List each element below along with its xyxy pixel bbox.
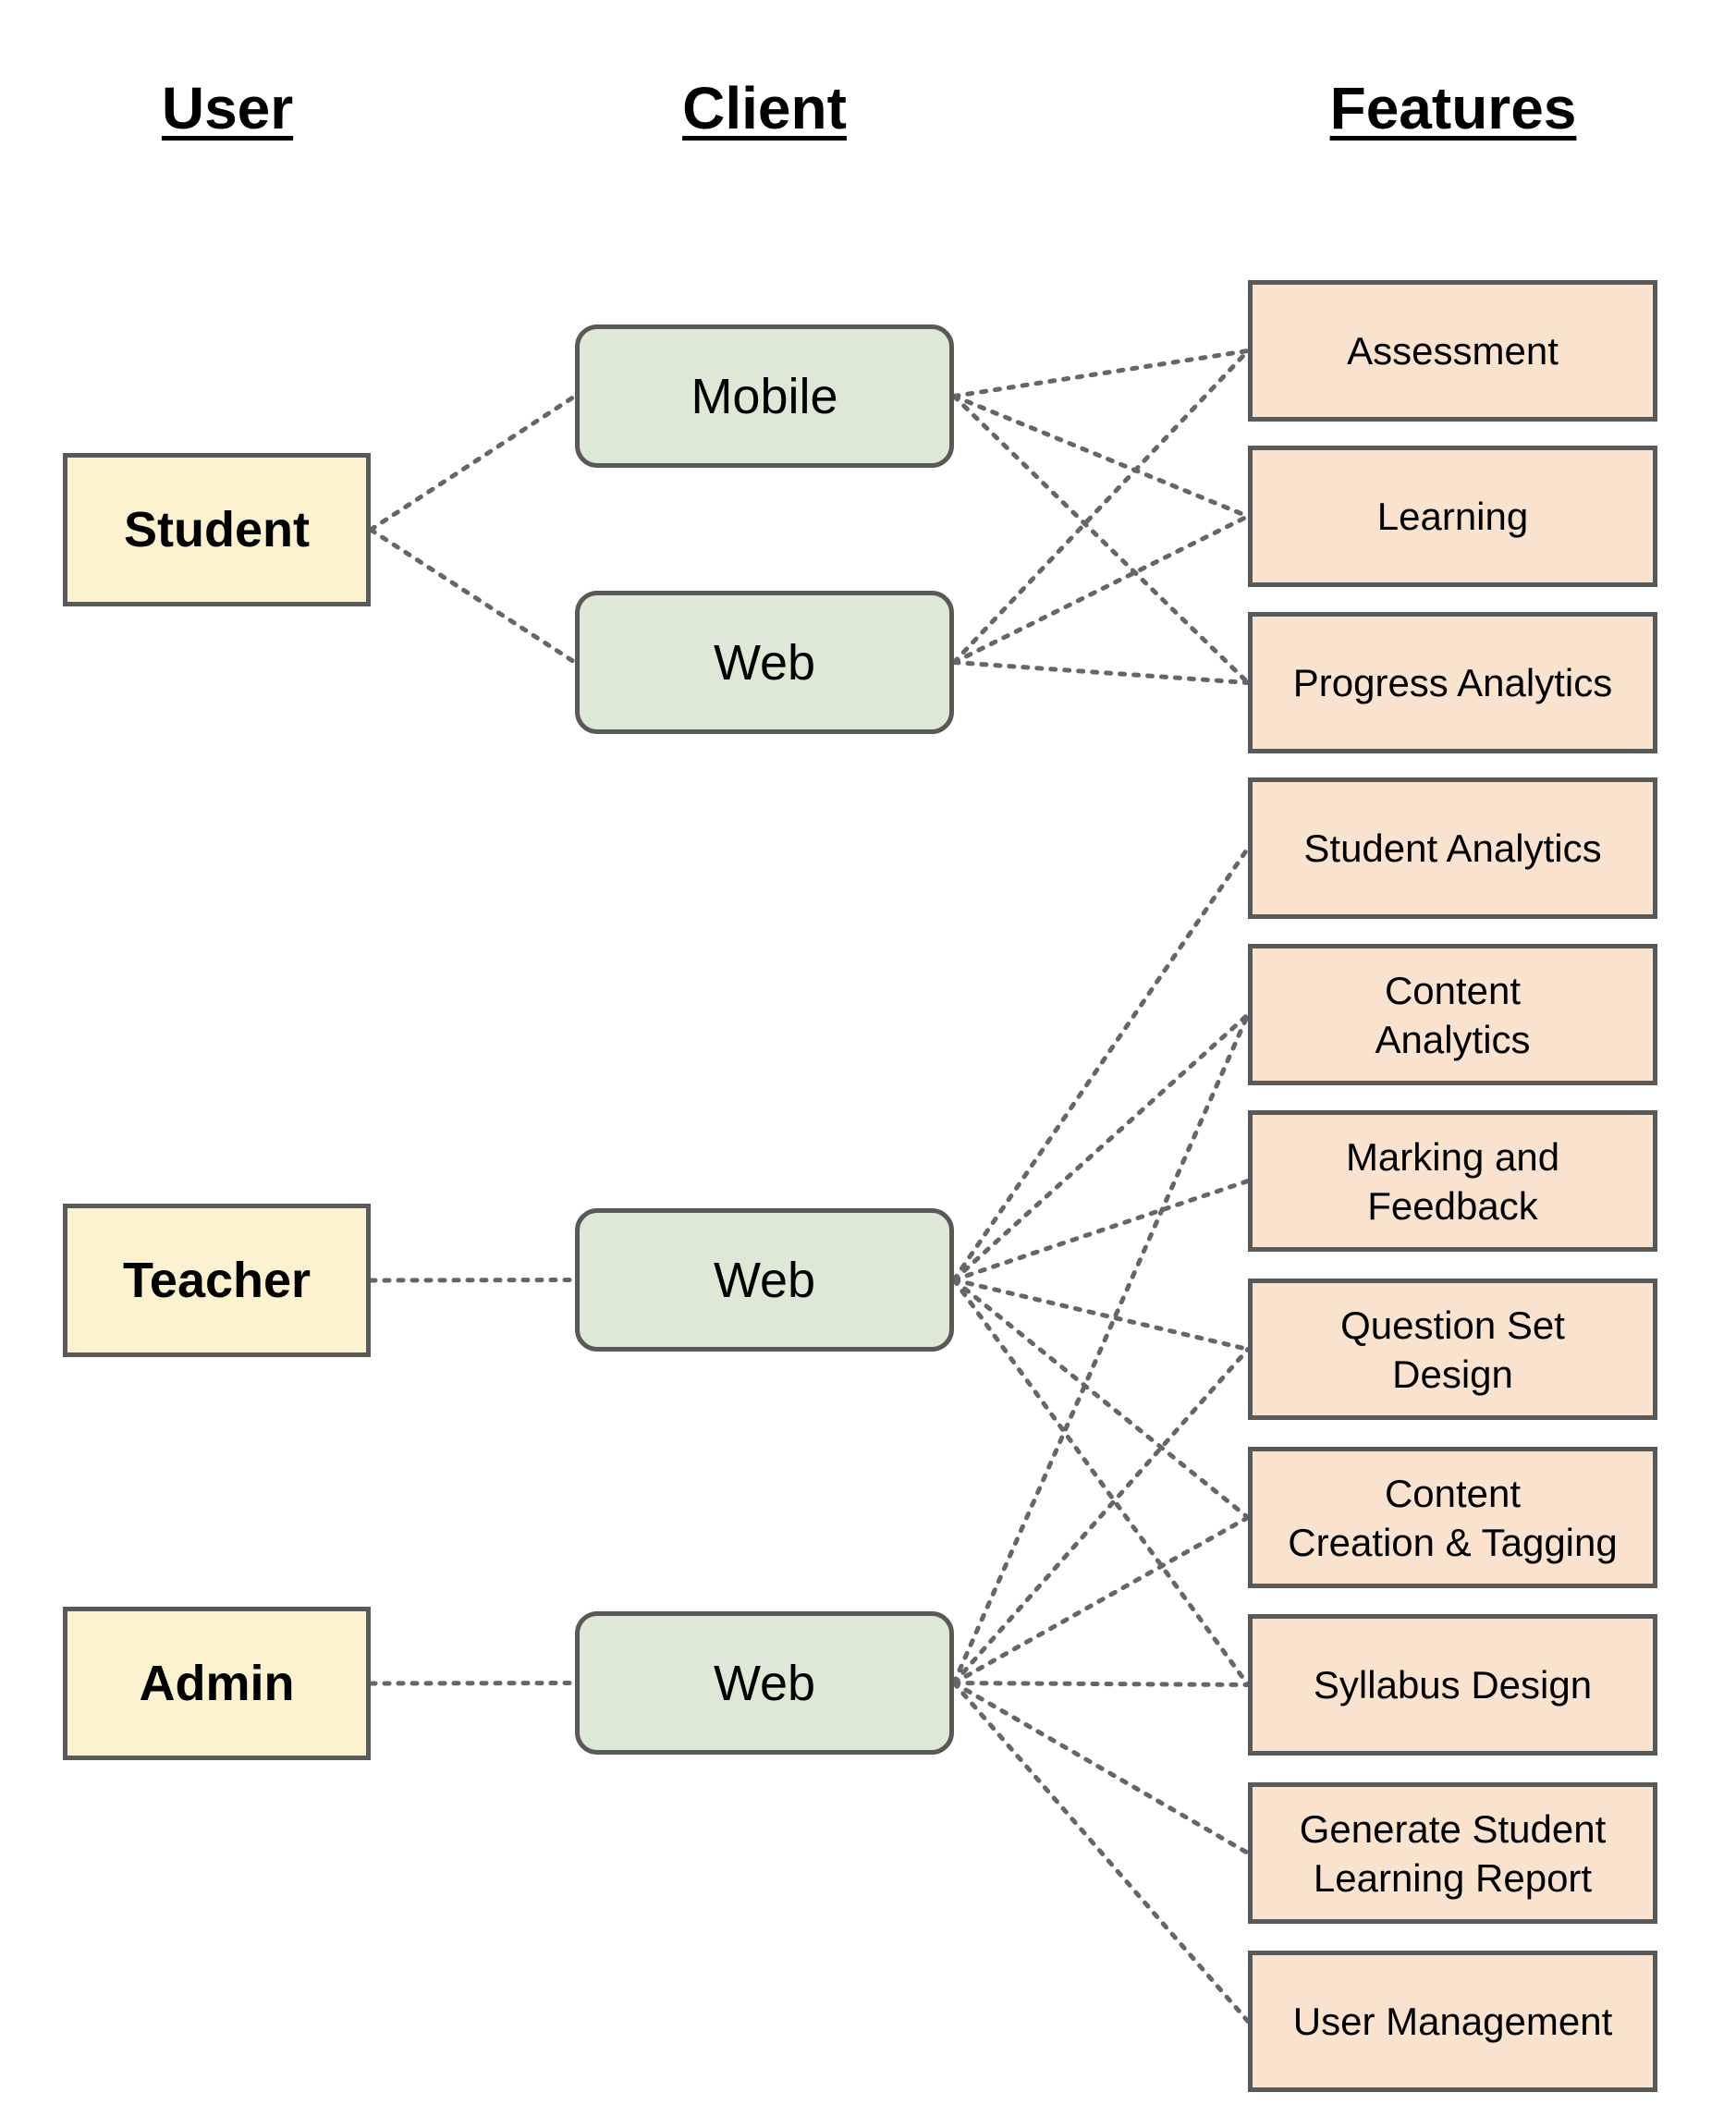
feature-marking-feedback-label: Marking and Feedback	[1345, 1134, 1560, 1228]
feature-generate-report: Generate Student Learning Report	[1248, 1782, 1657, 1924]
client-student-mobile: Mobile	[575, 324, 954, 468]
feature-learning: Learning	[1248, 446, 1657, 587]
feature-question-set-design-label: Question Set Design	[1340, 1303, 1565, 1396]
client-admin-web-label: Web	[713, 1655, 816, 1711]
feature-student-analytics: Student Analytics	[1248, 777, 1657, 919]
connector-admin-web-to-syllabus-design	[951, 1681, 1251, 1687]
client-student-web: Web	[575, 591, 954, 734]
feature-learning-label: Learning	[1376, 495, 1529, 538]
connector-teacher-web-to-syllabus-design	[951, 1278, 1251, 1687]
connector-teacher-web-to-marking-feedback	[951, 1179, 1251, 1282]
heading-features: Features	[1329, 75, 1577, 141]
heading-user: User	[161, 75, 294, 141]
client-student-web-label: Web	[713, 634, 816, 691]
heading-client: Client	[682, 75, 847, 141]
feature-content-analytics: Content Analytics	[1248, 944, 1657, 1085]
client-student-mobile-label: Mobile	[691, 368, 838, 424]
client-teacher-web: Web	[575, 1208, 954, 1352]
connector-teacher-web-to-student-analytics	[951, 846, 1251, 1282]
feature-syllabus-design-label: Syllabus Design	[1313, 1663, 1593, 1707]
user-admin: Admin	[63, 1607, 371, 1760]
connector-student-web-to-assessment	[951, 349, 1251, 665]
user-teacher: Teacher	[63, 1204, 371, 1357]
feature-content-analytics-label: Content Analytics	[1375, 968, 1531, 1061]
feature-question-set-design: Question Set Design	[1248, 1279, 1657, 1420]
connector-teacher-to-teacher-web	[368, 1278, 578, 1283]
connector-student-mobile-to-learning	[951, 394, 1251, 519]
user-student: Student	[63, 453, 371, 606]
feature-content-creation: Content Creation & Tagging	[1248, 1447, 1657, 1588]
connector-admin-to-admin-web	[368, 1681, 578, 1686]
connector-student-mobile-to-assessment	[951, 349, 1251, 398]
connector-student-mobile-to-progress-analytics	[951, 394, 1251, 685]
connector-admin-web-to-user-management	[951, 1681, 1251, 2024]
feature-progress-analytics: Progress Analytics	[1248, 612, 1657, 753]
connector-student-to-student-web	[368, 527, 578, 665]
connector-admin-web-to-content-creation	[951, 1515, 1251, 1685]
client-teacher-web-label: Web	[713, 1252, 816, 1308]
feature-user-management-label: User Management	[1292, 2000, 1613, 2043]
user-teacher-label: Teacher	[122, 1253, 312, 1308]
feature-assessment-label: Assessment	[1347, 329, 1559, 373]
feature-marking-feedback: Marking and Feedback	[1248, 1110, 1657, 1252]
feature-generate-report-label: Generate Student Learning Report	[1299, 1806, 1607, 1900]
feature-student-analytics-label: Student Analytics	[1303, 826, 1602, 870]
feature-syllabus-design: Syllabus Design	[1248, 1614, 1657, 1756]
connector-teacher-web-to-content-analytics	[951, 1012, 1251, 1282]
user-admin-label: Admin	[139, 1656, 295, 1711]
user-student-label: Student	[124, 502, 310, 557]
connector-admin-web-to-question-set-design	[951, 1347, 1251, 1685]
connector-admin-web-to-content-analytics	[951, 1012, 1251, 1685]
feature-content-creation-label: Content Creation & Tagging	[1288, 1471, 1618, 1564]
connector-teacher-web-to-question-set-design	[951, 1278, 1251, 1352]
connector-student-web-to-progress-analytics	[951, 660, 1251, 685]
connector-admin-web-to-generate-report	[951, 1681, 1251, 1855]
feature-assessment: Assessment	[1248, 280, 1657, 422]
connector-student-web-to-learning	[951, 514, 1251, 665]
client-admin-web: Web	[575, 1611, 954, 1755]
feature-user-management: User Management	[1248, 1951, 1657, 2092]
feature-progress-analytics-label: Progress Analytics	[1292, 661, 1613, 704]
connector-student-to-student-mobile	[368, 394, 578, 532]
